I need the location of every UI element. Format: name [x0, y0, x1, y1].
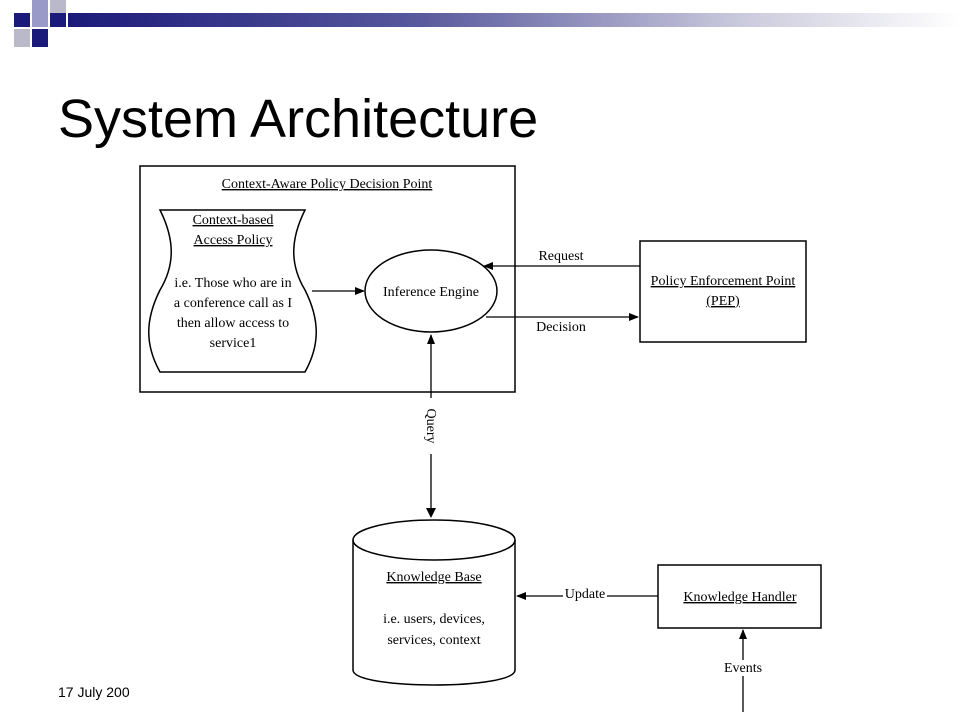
- deco-square-light-3: [50, 13, 66, 27]
- policy-title-line2: Access Policy: [194, 233, 273, 248]
- knowledge-base-cylinder: [352, 540, 516, 686]
- update-label: Update: [565, 587, 605, 602]
- pdp-box: [139, 165, 516, 393]
- deco-square-dark-2: [50, 0, 66, 14]
- query-label-bg: [423, 398, 439, 454]
- pep-box: [639, 240, 807, 343]
- deco-square-light-2: [14, 29, 30, 47]
- inference-engine-ellipse: [364, 249, 498, 333]
- policy-body-line4: service1: [210, 336, 257, 351]
- knowledge-base-body-line1: i.e. users, devices,: [383, 612, 485, 627]
- events-label-bg: [720, 660, 766, 676]
- policy-body-line3: then allow access to: [177, 316, 289, 331]
- pep-label-line2: (PEP): [706, 294, 740, 309]
- pep-label-line1: Policy Enforcement Point: [651, 274, 796, 289]
- footer-date: 17 July 200: [58, 684, 130, 700]
- inference-engine-label: Inference Engine: [383, 285, 479, 300]
- knowledge-base-body-line2: services, context: [387, 633, 480, 648]
- header-gradient-bar: [68, 13, 960, 27]
- decision-label: Decision: [536, 320, 586, 335]
- deco-square-light-4: [32, 13, 48, 27]
- request-label: Request: [538, 249, 583, 264]
- knowledge-base-top: [352, 519, 516, 561]
- update-label-bg: [563, 586, 607, 602]
- knowledge-base-title: Knowledge Base: [386, 570, 481, 585]
- deco-square-dark-3: [32, 29, 48, 47]
- deco-square-dark-1: [14, 13, 30, 27]
- events-label: Events: [724, 661, 762, 676]
- policy-body-line2: a conference call as I: [174, 296, 292, 311]
- slide-title: System Architecture: [58, 89, 539, 149]
- query-label: Query: [423, 409, 438, 444]
- pdp-title: Context-Aware Policy Decision Point: [222, 177, 433, 192]
- query-arrowhead-bottom: [426, 508, 436, 518]
- policy-body-line1: i.e. Those who are in: [174, 276, 291, 291]
- knowledge-handler-label: Knowledge Handler: [683, 590, 796, 605]
- policy-title-line1: Context-based: [193, 213, 274, 228]
- policy-document-shape: [148, 209, 317, 373]
- deco-square-light-1: [32, 0, 48, 14]
